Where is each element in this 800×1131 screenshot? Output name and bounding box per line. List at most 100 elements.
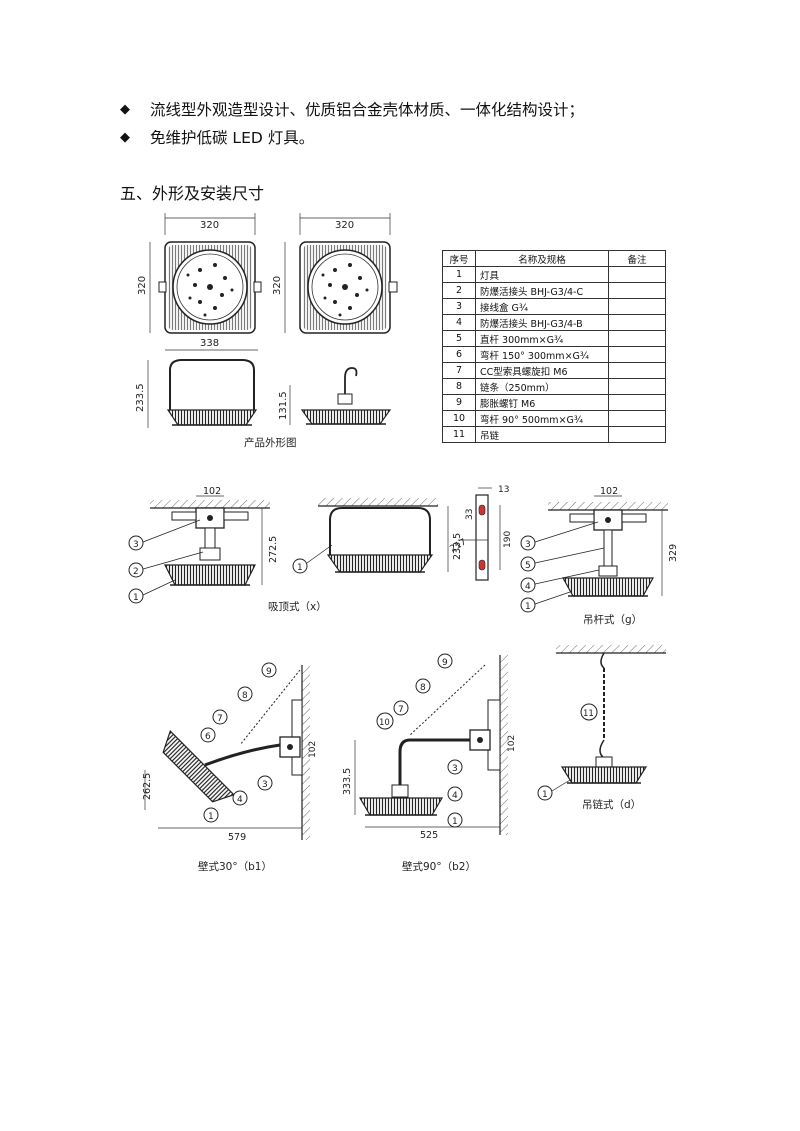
dim-wall90-width: 525 — [420, 830, 438, 841]
dim-front-height: 320 — [137, 276, 148, 295]
diagram-wall-30: 262.5 579 102 9 8 7 6 3 4 1 — [142, 662, 318, 843]
dim-pole-height: 329 — [668, 544, 679, 562]
cell-no: 6 — [442, 346, 476, 363]
cell-note — [608, 394, 666, 411]
callout-1: 1 — [452, 817, 458, 827]
cell-name: 防爆活接头 BHJ-G3/4-C — [475, 282, 609, 299]
callout-7: 7 — [398, 705, 404, 715]
callout-3: 3 — [525, 540, 531, 550]
callout-7: 7 — [217, 714, 223, 724]
dim-wall90-height: 333.5 — [342, 768, 353, 795]
dim-plate-33: 33 — [465, 509, 475, 520]
cell-note — [608, 410, 666, 427]
cell-name: CC型索具螺旋扣 M6 — [475, 362, 609, 379]
caption-pole: 吊杆式（g） — [583, 613, 642, 626]
dim-plate-13: 13 — [498, 485, 509, 495]
diagram-chain-mount: 11 1 — [537, 645, 666, 801]
cell-name: 防爆活接头 BHJ-G3/4-B — [475, 314, 609, 331]
side-view-bracket: 338 233.5 — [135, 338, 258, 428]
table-header-row: 序号 名称及规格 备注 — [442, 250, 666, 267]
callout-4: 4 — [525, 582, 531, 592]
feature-item: ◆ 流线型外观造型设计、优质铝合金壳体材质、一体化结构设计； — [120, 98, 584, 120]
callout-8: 8 — [420, 683, 426, 693]
dim-wall30-height: 262.5 — [142, 773, 153, 800]
cell-note — [608, 346, 666, 363]
callout-10: 10 — [379, 718, 390, 728]
cell-name: 吊链 — [475, 426, 609, 443]
feature-item: ◆ 免维护低碳 LED 灯具。 — [120, 126, 314, 148]
caption-product: 产品外形图 — [244, 436, 297, 449]
callout-1: 1 — [525, 602, 531, 612]
cell-name: 直杆 300mm×G¾ — [475, 330, 609, 347]
header-name: 名称及规格 — [475, 250, 609, 267]
cell-no: 2 — [442, 282, 476, 299]
diagram-ceiling-mount: 102 272.5 3 2 1 — [128, 486, 279, 604]
callout-5: 5 — [525, 561, 531, 571]
diamond-bullet-icon: ◆ — [120, 101, 130, 117]
cell-note — [608, 330, 666, 347]
diagram-mounting-plate: 13 33 217 190 — [449, 485, 513, 581]
diagram-pole-mount: 102 329 3 5 4 1 — [520, 486, 679, 613]
dim-side-height: 233.5 — [135, 383, 146, 412]
caption-ceiling: 吸顶式（x） — [268, 600, 327, 613]
callout-4: 4 — [452, 791, 458, 801]
dim-plate-190: 190 — [503, 531, 513, 548]
dim-front-width: 320 — [200, 220, 219, 231]
callout-4: 4 — [237, 795, 243, 805]
feature-text: 免维护低碳 LED 灯具。 — [150, 129, 315, 147]
dim-pole-box: 102 — [600, 486, 618, 497]
cell-no: 8 — [442, 378, 476, 395]
cell-no: 10 — [442, 410, 476, 427]
dim-ceiling-height: 272.5 — [268, 536, 279, 563]
front-view-2: 320 320 — [272, 213, 398, 334]
cell-no: 4 — [442, 314, 476, 331]
callout-9: 9 — [266, 667, 272, 677]
callout-11: 11 — [583, 709, 594, 719]
caption-wall30: 壁式30°（b1） — [198, 860, 272, 873]
dim-wall90-box: 102 — [507, 735, 517, 752]
caption-wall90: 壁式90°（b2） — [402, 860, 476, 873]
dim-side-width: 338 — [200, 338, 219, 349]
diamond-bullet-icon: ◆ — [120, 129, 130, 145]
cell-name: 弯杆 90° 500mm×G¾ — [475, 410, 609, 427]
cell-note — [608, 298, 666, 315]
diagram-bracket-mount: 233.5 1 — [292, 498, 463, 574]
side-view-hook: 131.5 — [278, 367, 392, 425]
dim-wall30-width: 579 — [228, 832, 246, 843]
dim-bracket-height: 233.5 — [452, 533, 463, 560]
cell-no: 9 — [442, 394, 476, 411]
dim-ceiling-box: 102 — [203, 486, 221, 497]
callout-3: 3 — [133, 540, 139, 550]
cell-note — [608, 314, 666, 331]
diagram-wall-90: 333.5 525 102 9 8 7 10 3 4 1 — [342, 653, 517, 841]
callout-1: 1 — [297, 563, 303, 573]
cell-no: 5 — [442, 330, 476, 347]
dim-wall30-box: 102 — [308, 741, 318, 758]
callout-9: 9 — [442, 658, 448, 668]
callout-2: 2 — [133, 567, 139, 577]
front-view-1: 320 320 — [137, 213, 262, 334]
callout-3: 3 — [452, 764, 458, 774]
cell-note — [608, 378, 666, 395]
cell-name: 膨胀螺钉 M6 — [475, 394, 609, 411]
cell-name: 链条（250mm） — [475, 378, 609, 395]
feature-text: 流线型外观造型设计、优质铝合金壳体材质、一体化结构设计； — [150, 101, 585, 119]
header-no: 序号 — [442, 250, 476, 267]
dim-front-height-2: 320 — [272, 276, 283, 295]
cell-name: 接线盒 G¾ — [475, 298, 609, 315]
caption-chain: 吊链式（d） — [582, 798, 641, 811]
callout-6: 6 — [205, 732, 211, 742]
callout-3: 3 — [262, 780, 268, 790]
cell-no: 11 — [442, 426, 476, 443]
cell-name: 弯杆 150° 300mm×G¾ — [475, 346, 609, 363]
